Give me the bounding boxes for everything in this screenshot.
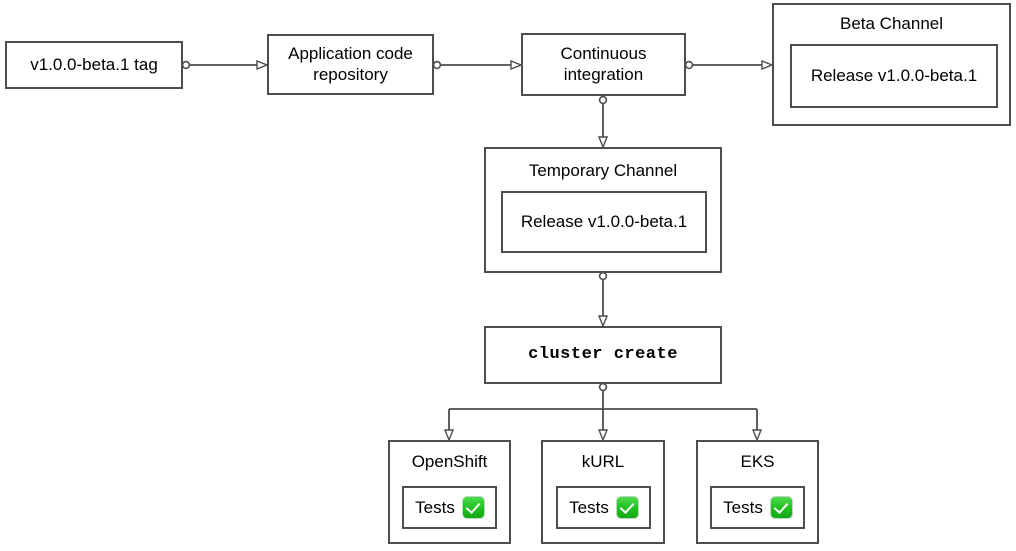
node-application-code-repository-label: Application code repository <box>288 44 413 84</box>
edge-tag-to-repo <box>181 62 266 69</box>
edge-ci-to-beta-channel <box>684 62 771 69</box>
node-beta-channel-release-label: Release v1.0.0-beta.1 <box>810 65 978 85</box>
edge-ci-to-temporary-channel <box>600 95 607 146</box>
container-beta-channel[interactable]: Beta Channel Release v1.0.0-beta.1 <box>772 3 1011 126</box>
container-target-kurl-title: kURL <box>581 452 625 471</box>
edge-repo-to-ci <box>432 62 520 69</box>
container-temporary-channel[interactable]: Temporary Channel Release v1.0.0-beta.1 <box>484 147 722 273</box>
green-check-icon <box>770 497 792 518</box>
container-target-kurl[interactable]: kURL Tests <box>541 440 665 544</box>
tests-label-eks: Tests <box>723 497 763 517</box>
node-version-tag-label: v1.0.0-beta.1 tag <box>30 54 158 74</box>
tests-status-eks[interactable]: Tests <box>710 486 805 529</box>
node-temporary-channel-release[interactable]: Release v1.0.0-beta.1 <box>501 191 707 253</box>
node-version-tag[interactable]: v1.0.0-beta.1 tag <box>5 41 183 89</box>
tests-status-openshift[interactable]: Tests <box>402 486 497 529</box>
node-application-code-repository[interactable]: Application code repository <box>267 34 434 95</box>
green-check-icon <box>462 497 484 518</box>
container-target-openshift[interactable]: OpenShift Tests <box>388 440 511 544</box>
node-beta-channel-release[interactable]: Release v1.0.0-beta.1 <box>790 44 998 108</box>
tests-label-kurl: Tests <box>569 497 609 517</box>
tests-label-openshift: Tests <box>415 497 455 517</box>
edge-temporary-channel-to-cluster-create <box>600 271 607 325</box>
green-check-icon <box>616 497 638 518</box>
node-continuous-integration[interactable]: Continuous integration <box>521 33 686 96</box>
edge-cluster-create-to-targets <box>449 382 757 439</box>
container-target-eks[interactable]: EKS Tests <box>696 440 819 544</box>
node-cluster-create-command-label: cluster create <box>528 344 678 364</box>
tests-status-kurl[interactable]: Tests <box>556 486 651 529</box>
container-target-openshift-title: OpenShift <box>411 452 488 471</box>
node-temporary-channel-release-label: Release v1.0.0-beta.1 <box>520 211 688 231</box>
node-continuous-integration-label: Continuous integration <box>560 44 647 84</box>
container-target-eks-title: EKS <box>740 452 775 471</box>
container-beta-channel-title: Beta Channel <box>839 14 944 33</box>
container-temporary-channel-title: Temporary Channel <box>528 161 678 180</box>
node-cluster-create-command[interactable]: cluster create <box>484 326 722 384</box>
